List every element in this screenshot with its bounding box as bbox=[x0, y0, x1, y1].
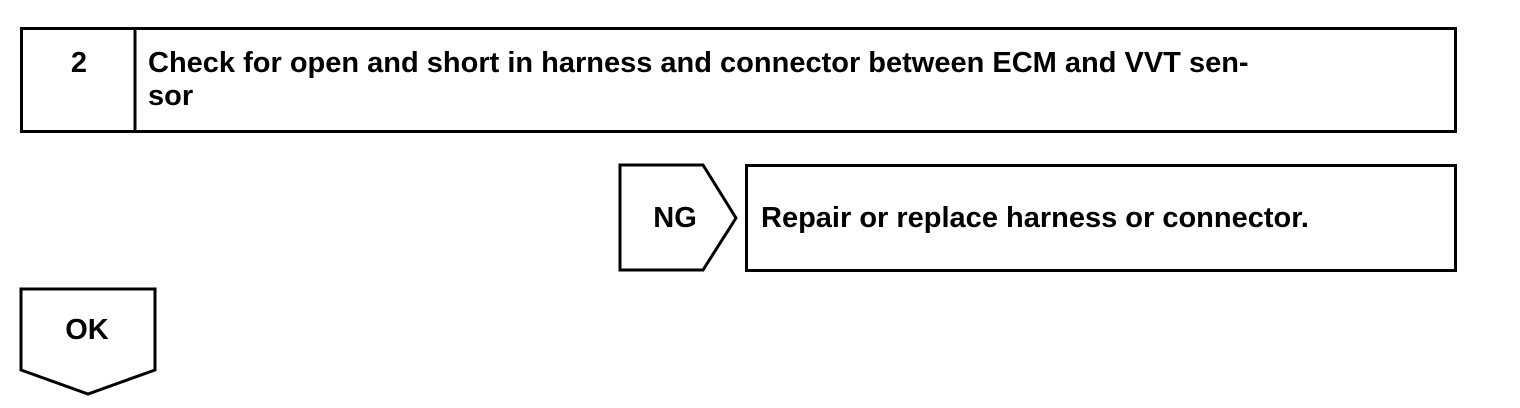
ng-action-text: Repair or replace harness or connector. bbox=[761, 202, 1309, 234]
step-box: 2 Check for open and short in harness an… bbox=[20, 27, 1457, 133]
ok-arrow-shape bbox=[19, 287, 157, 396]
ng-arrow-shape bbox=[618, 163, 738, 272]
ok-branch: OK bbox=[19, 287, 157, 396]
step-title-line-1: Check for open and short in harness and … bbox=[148, 47, 1249, 79]
ok-label: OK bbox=[65, 314, 109, 346]
step-title-line-2: sor bbox=[148, 80, 193, 112]
ng-label: NG bbox=[653, 202, 697, 234]
step-number: 2 bbox=[71, 47, 87, 79]
ng-branch: NG Repair or replace harness or connecto… bbox=[618, 163, 1457, 272]
ng-action-box bbox=[745, 164, 1457, 272]
step-box-frame bbox=[20, 27, 1457, 133]
